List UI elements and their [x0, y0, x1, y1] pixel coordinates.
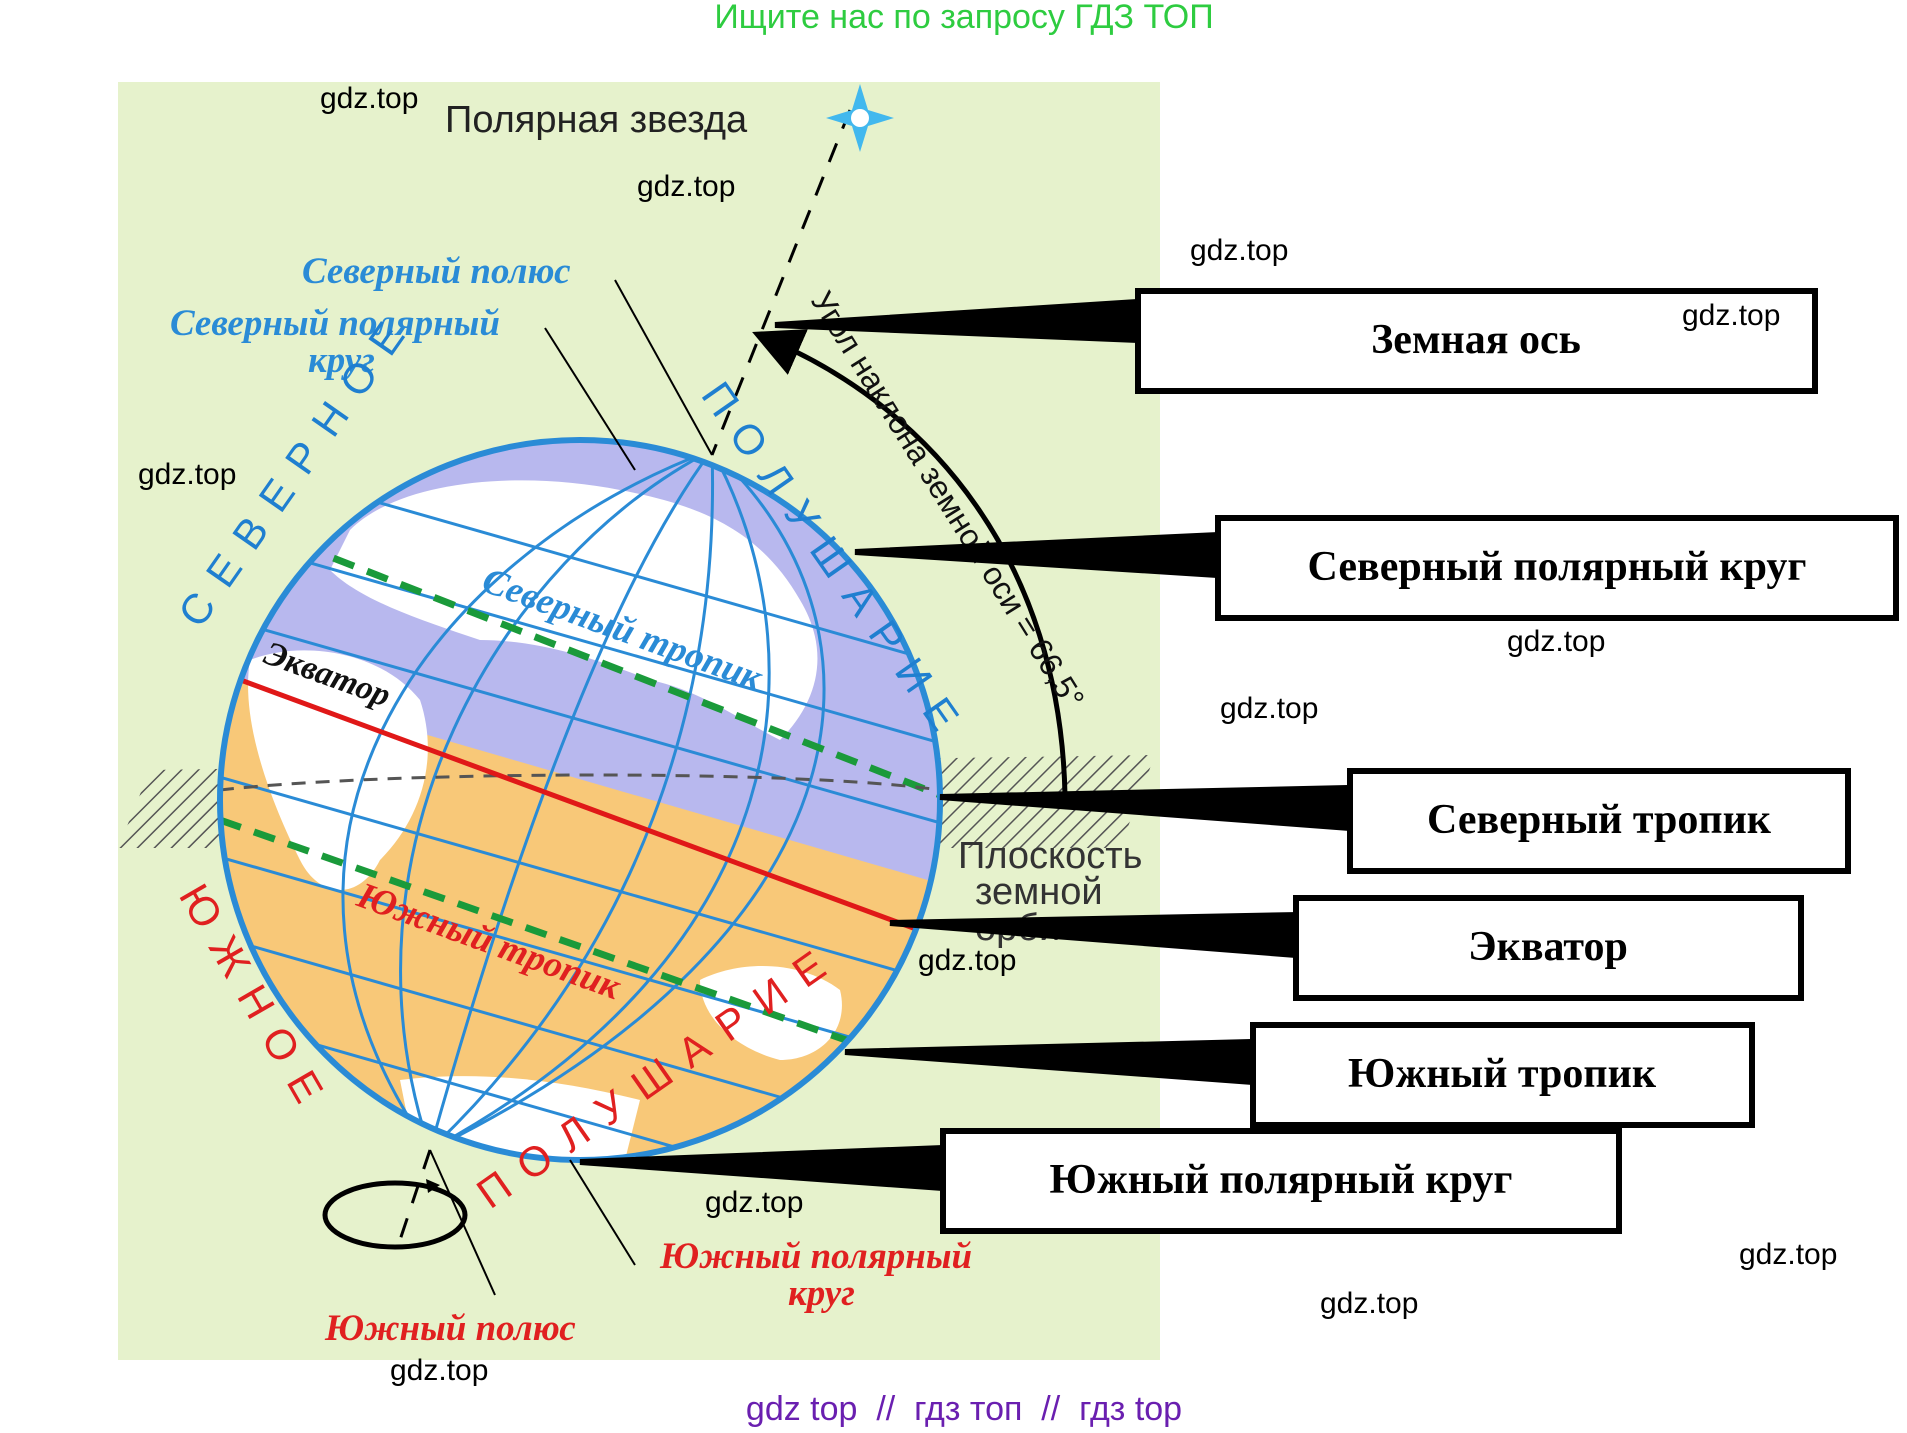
- watermark: gdz.top: [1190, 234, 1288, 267]
- bottom-banner: gdz top // гдз топ // гдз top: [746, 1390, 1182, 1428]
- watermark: gdz.top: [705, 1186, 803, 1219]
- south-polar-circle-label-2: круг: [788, 1273, 855, 1314]
- watermarks: gdz.top gdz.top gdz.top gdz.top gdz.top …: [138, 82, 1837, 1387]
- watermark: gdz.top: [918, 944, 1016, 977]
- watermark: gdz.top: [1320, 1287, 1418, 1320]
- south-tropic-box-label: Южный тропик: [1348, 1051, 1657, 1097]
- south-polar-circle-label-1: Южный полярный: [659, 1236, 972, 1277]
- watermark: gdz.top: [320, 82, 418, 115]
- polar-star-label: Полярная звезда: [445, 99, 748, 141]
- rotation-arrow-icon: [322, 1179, 468, 1250]
- equator-box-label: Экватор: [1468, 924, 1628, 970]
- earth-axis-box: Земная ось: [1135, 288, 1818, 394]
- watermark: gdz.top: [390, 1354, 488, 1387]
- globe: [217, 437, 943, 1163]
- watermark: gdz.top: [1220, 692, 1318, 725]
- equator-box: Экватор: [1293, 895, 1804, 1001]
- tilt-angle-arrow: [752, 329, 1068, 796]
- watermark: gdz.top: [138, 458, 236, 491]
- north-tropic-box: Северный тропик: [1347, 768, 1851, 874]
- watermark: gdz.top: [1739, 1238, 1837, 1271]
- north-pole-label: Северный полюс: [302, 251, 571, 292]
- watermark: gdz.top: [1682, 299, 1780, 332]
- watermark: gdz.top: [1507, 625, 1605, 658]
- north-polar-circle-label-1: Северный полярный: [170, 303, 500, 344]
- watermark: gdz.top: [637, 170, 735, 203]
- equator-line: [220, 662, 940, 963]
- earth-axis: [398, 109, 852, 1241]
- south-pole-label: Южный полюс: [324, 1308, 576, 1349]
- earth-axis-box-label: Земная ось: [1371, 317, 1581, 363]
- north-polar-circle-label-2: круг: [308, 340, 375, 381]
- south-polar-circle-box: Южный полярный круг: [940, 1128, 1622, 1234]
- north-polar-circle-box-label: Северный полярный круг: [1308, 544, 1807, 590]
- polar-star-icon: [826, 84, 894, 152]
- top-banner: Ищите нас по запросу ГДЗ ТОП: [714, 0, 1213, 36]
- orbit-plane-label-1: Плоскость: [958, 835, 1142, 877]
- south-tropic-box: Южный тропик: [1250, 1022, 1755, 1128]
- south-polar-circle-box-label: Южный полярный круг: [1049, 1157, 1512, 1203]
- orbit-plane-label-2: земной: [975, 871, 1103, 913]
- north-polar-circle-box: Северный полярный круг: [1215, 515, 1899, 621]
- north-tropic-box-label: Северный тропик: [1427, 797, 1772, 843]
